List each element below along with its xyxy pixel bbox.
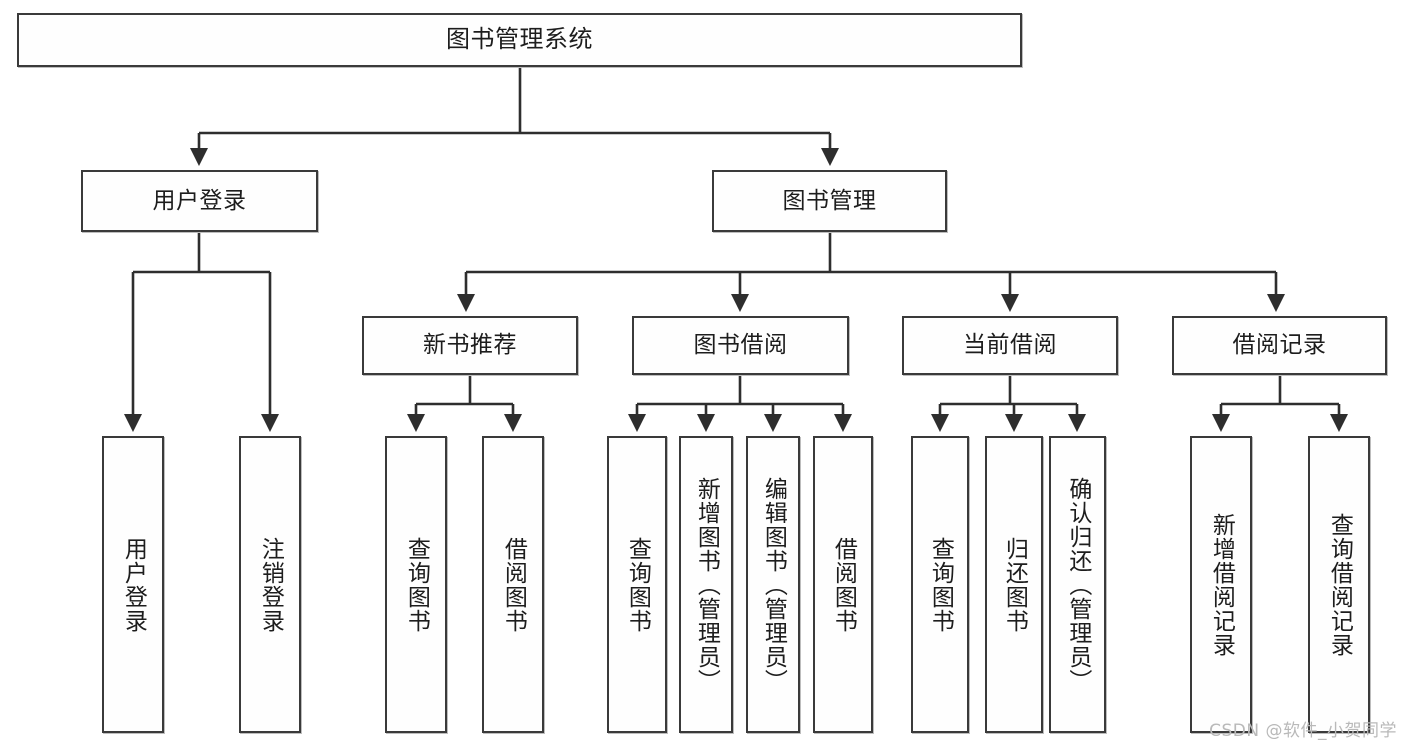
- node-label: 查询图书: [927, 536, 954, 633]
- node-root-system[interactable]: 图书管理系统: [17, 13, 1022, 67]
- node-label: 归还图书: [1001, 536, 1028, 633]
- node-leaf-logout[interactable]: 注销登录: [239, 436, 301, 733]
- node-leaf-query-book-1[interactable]: 查询图书: [385, 436, 447, 733]
- node-leaf-query-record[interactable]: 查询借阅记录: [1308, 436, 1370, 733]
- node-leaf-add-record[interactable]: 新增借阅记录: [1190, 436, 1252, 733]
- node-leaf-return-book[interactable]: 归还图书: [985, 436, 1043, 733]
- node-label: 查询图书: [624, 536, 651, 633]
- node-label: 确认归还（管理员）: [1064, 476, 1091, 693]
- node-label: 新增借阅记录: [1208, 512, 1235, 657]
- node-leaf-user-login[interactable]: 用户登录: [102, 436, 164, 733]
- node-label: 新增图书（管理员）: [693, 476, 720, 693]
- node-current-borrow[interactable]: 当前借阅: [902, 316, 1118, 375]
- node-label: 借阅图书: [830, 536, 857, 633]
- node-leaf-query-book-2[interactable]: 查询图书: [607, 436, 667, 733]
- node-borrow-record[interactable]: 借阅记录: [1172, 316, 1387, 375]
- node-label: 借阅图书: [500, 536, 527, 633]
- node-leaf-add-book[interactable]: 新增图书（管理员）: [679, 436, 733, 733]
- node-label: 编辑图书（管理员）: [760, 476, 787, 693]
- node-user-login[interactable]: 用户登录: [81, 170, 318, 232]
- node-label: 查询借阅记录: [1326, 512, 1353, 657]
- node-label: 查询图书: [403, 536, 430, 633]
- watermark-credit: CSDN @软件_小贺同学: [1209, 721, 1397, 741]
- node-label: 用户登录: [120, 536, 147, 633]
- node-book-borrow[interactable]: 图书借阅: [632, 316, 849, 375]
- node-leaf-borrow-book-2[interactable]: 借阅图书: [813, 436, 873, 733]
- node-new-book-rec[interactable]: 新书推荐: [362, 316, 578, 375]
- node-leaf-confirm-return[interactable]: 确认归还（管理员）: [1049, 436, 1106, 733]
- node-leaf-edit-book[interactable]: 编辑图书（管理员）: [746, 436, 800, 733]
- node-leaf-borrow-book-1[interactable]: 借阅图书: [482, 436, 544, 733]
- node-leaf-query-book-3[interactable]: 查询图书: [911, 436, 969, 733]
- node-label: 注销登录: [257, 536, 284, 633]
- node-book-manage[interactable]: 图书管理: [712, 170, 947, 232]
